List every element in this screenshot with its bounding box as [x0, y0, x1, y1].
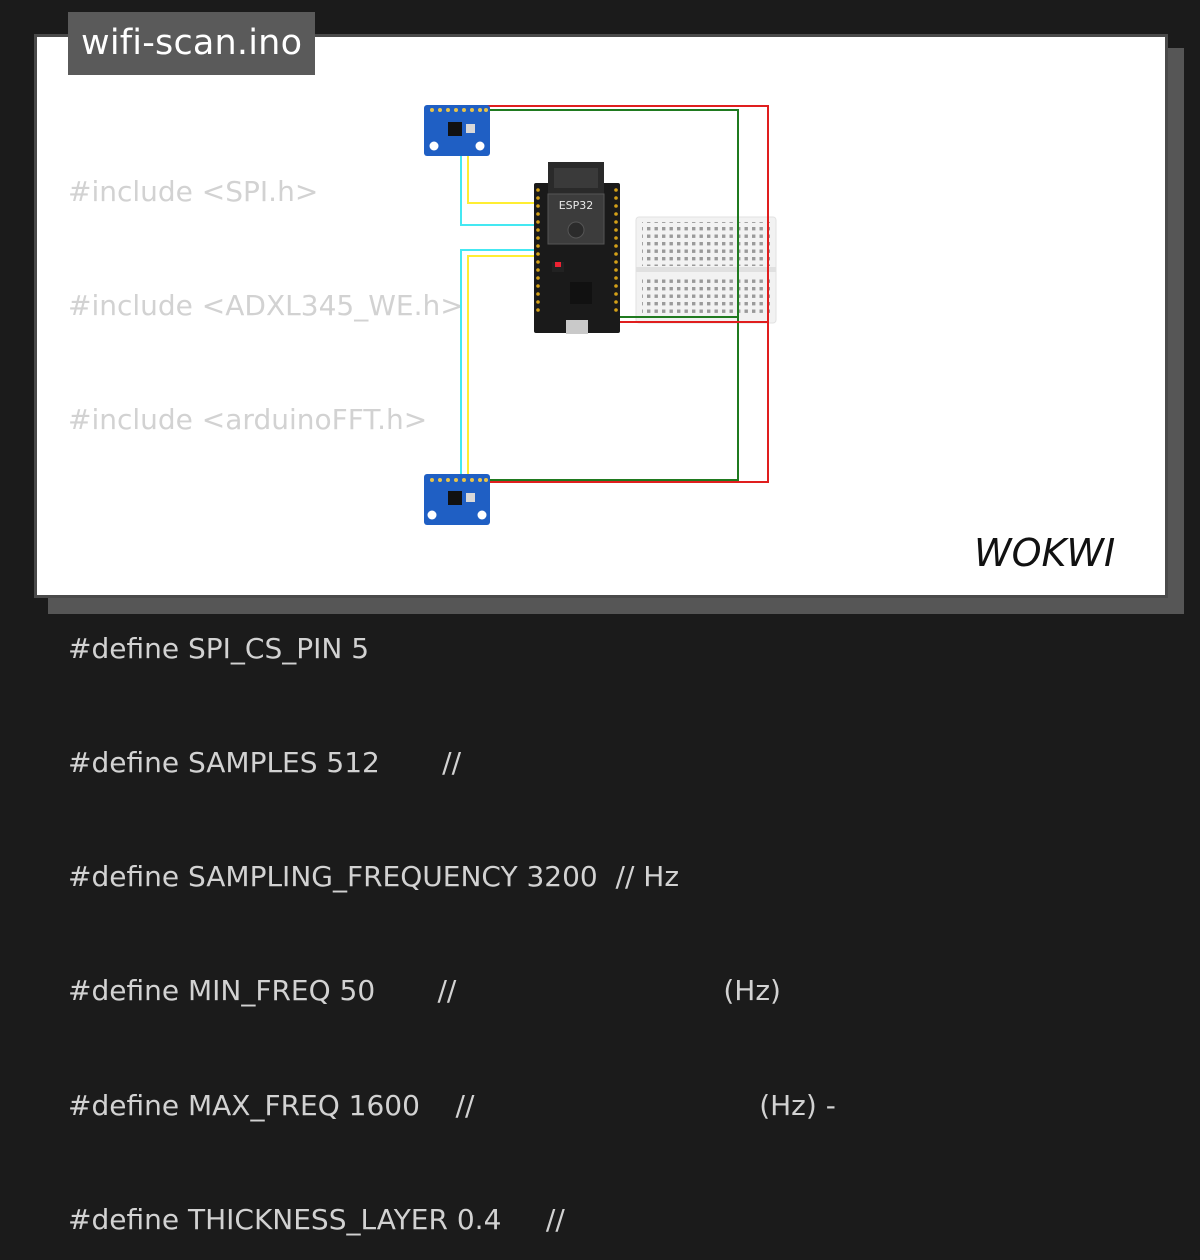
wire-red — [482, 105, 769, 483]
project-title[interactable]: wifi-scan.ino — [68, 12, 316, 75]
wire-yellow — [467, 255, 545, 478]
code-line: #define SAMPLES 512 // — [68, 745, 462, 779]
code-line: #define SAMPLING_FREQUENCY 3200 // Hz — [68, 860, 680, 894]
code-line: #define MAX_FREQ 1600 // (Hz) - — [68, 1088, 836, 1122]
esp32-label: ESP32 — [559, 199, 594, 212]
circuit-diagram: ESP32 — [424, 105, 777, 525]
wires-data — [460, 140, 545, 478]
code-line: #include <arduinoFFT.h> — [68, 403, 428, 437]
code-line: #include <SPI.h> — [68, 175, 319, 208]
wire-yellow — [467, 140, 545, 204]
wokwi-logo: WOKWI — [974, 531, 1115, 575]
wire-cyan — [460, 249, 545, 478]
breadboard[interactable] — [635, 216, 777, 324]
code-line: #define SPI_CS_PIN 5 — [68, 631, 370, 665]
accelerometer-bottom[interactable] — [424, 474, 490, 525]
code-line: #define THICKNESS_LAYER 0.4 // — [68, 1202, 565, 1236]
code-line: #define MIN_FREQ 50 // (Hz) — [68, 974, 781, 1008]
accelerometer-top[interactable] — [424, 105, 490, 156]
wire-green — [486, 109, 739, 481]
code-line: #include <ADXL345_WE.h> — [68, 289, 464, 323]
esp32-board[interactable]: ESP32 — [534, 162, 620, 334]
wire-cyan — [460, 140, 545, 226]
brand-name: WOKWI — [974, 531, 1115, 575]
